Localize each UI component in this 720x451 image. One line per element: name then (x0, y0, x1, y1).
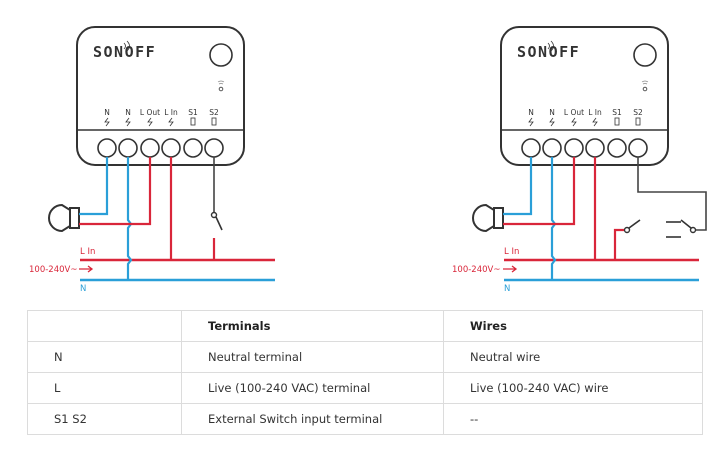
wifi-signal-icon (547, 40, 554, 52)
terminal-label: N (549, 108, 555, 117)
switch-input-icon (211, 117, 217, 126)
table-row: N Neutral terminal Neutral wire (27, 341, 703, 373)
switch-wire (637, 157, 707, 231)
header-cell (27, 310, 182, 342)
lightning-icon (147, 117, 153, 127)
neutral-wire-bulb (79, 157, 109, 216)
switch-lever (215, 216, 223, 231)
switch-lever (680, 219, 692, 229)
bulb-socket (493, 207, 504, 229)
wiring-diagram-2: SONOFF N N L Out L In S1 S2 L In 100-240V~ N (452, 26, 707, 294)
wifi-signal-icon (123, 40, 130, 52)
table-row: L Live (100-240 VAC) terminal Live (100-… (27, 372, 703, 404)
terminal-label: N (528, 108, 534, 117)
terminal-screw (161, 138, 181, 158)
cell: -- (443, 403, 703, 435)
cell: L (27, 372, 182, 404)
status-led (642, 86, 648, 92)
light-bulb-icon (472, 203, 495, 233)
terminal-screw (204, 138, 224, 158)
arrow-right-icon (503, 265, 518, 273)
lightning-icon (592, 117, 598, 127)
bulb-socket (69, 207, 80, 229)
voltage-label: 100-240V~ (29, 265, 77, 275)
terminal-label: L In (164, 108, 178, 117)
light-bulb-icon (48, 203, 71, 233)
lightning-icon (125, 117, 131, 127)
neutral-wire-bulb (503, 157, 533, 216)
wifi-led-icon (217, 80, 225, 85)
terminal-screw (542, 138, 562, 158)
cell: N (27, 341, 182, 373)
terminal-label: L Out (140, 108, 160, 117)
terminal-label: N (125, 108, 131, 117)
terminal-screw (97, 138, 117, 158)
neutral-wire-mains (126, 157, 133, 280)
header-wires: Wires (443, 310, 703, 342)
cell: External Switch input terminal (181, 403, 444, 435)
terminal-screw (564, 138, 584, 158)
switch-live-wire (613, 228, 624, 260)
switch-lever (628, 219, 641, 229)
cell: Live (100-240 VAC) wire (443, 372, 703, 404)
live-out-wire (79, 157, 152, 226)
switch-contact (689, 226, 697, 234)
lightning-icon (104, 117, 110, 127)
terminal-label: S2 (209, 108, 219, 117)
lightning-icon (571, 117, 577, 127)
live-line-label: L In (504, 247, 519, 257)
terminal-table: Terminals Wires N Neutral terminal Neutr… (27, 310, 703, 435)
pair-button-icon (209, 43, 233, 67)
header-terminals: Terminals (181, 310, 444, 342)
terminal-label: S1 (612, 108, 622, 117)
table-row: S1 S2 External Switch input terminal -- (27, 403, 703, 435)
status-led (218, 86, 224, 92)
voltage-label: 100-240V~ (452, 265, 500, 275)
wifi-led-icon (641, 80, 649, 85)
switch-input-icon (614, 117, 620, 126)
switch-input-icon (635, 117, 641, 126)
terminal-screw (183, 138, 203, 158)
cell: S1 S2 (27, 403, 182, 435)
cell: Neutral wire (443, 341, 703, 373)
terminal-label: S1 (188, 108, 198, 117)
cell: Neutral terminal (181, 341, 444, 373)
arrow-right-icon (79, 265, 94, 273)
brand-logo: SONOFF (517, 43, 580, 61)
switch-contact (623, 226, 631, 234)
neutral-line-label: N (504, 284, 510, 294)
lightning-icon (549, 117, 555, 127)
switch-contact (210, 211, 218, 219)
terminal-screw (628, 138, 648, 158)
pair-button-icon (633, 43, 657, 67)
table-header-row: Terminals Wires (27, 310, 703, 342)
terminal-label: L In (588, 108, 602, 117)
terminal-label: S2 (633, 108, 643, 117)
neutral-line-label: N (80, 284, 86, 294)
lightning-icon (168, 117, 174, 127)
terminal-screw (140, 138, 160, 158)
terminal-label: N (104, 108, 110, 117)
neutral-wire-mains (550, 157, 557, 280)
lightning-icon (528, 117, 534, 127)
live-line-label: L In (80, 247, 95, 257)
brand-logo: SONOFF (93, 43, 156, 61)
terminal-screw (521, 138, 541, 158)
live-out-wire (503, 157, 576, 226)
switch-input-icon (190, 117, 196, 126)
terminal-screw (607, 138, 627, 158)
terminal-label: L Out (564, 108, 584, 117)
cell: Live (100-240 VAC) terminal (181, 372, 444, 404)
terminal-screw (118, 138, 138, 158)
terminal-screw (585, 138, 605, 158)
